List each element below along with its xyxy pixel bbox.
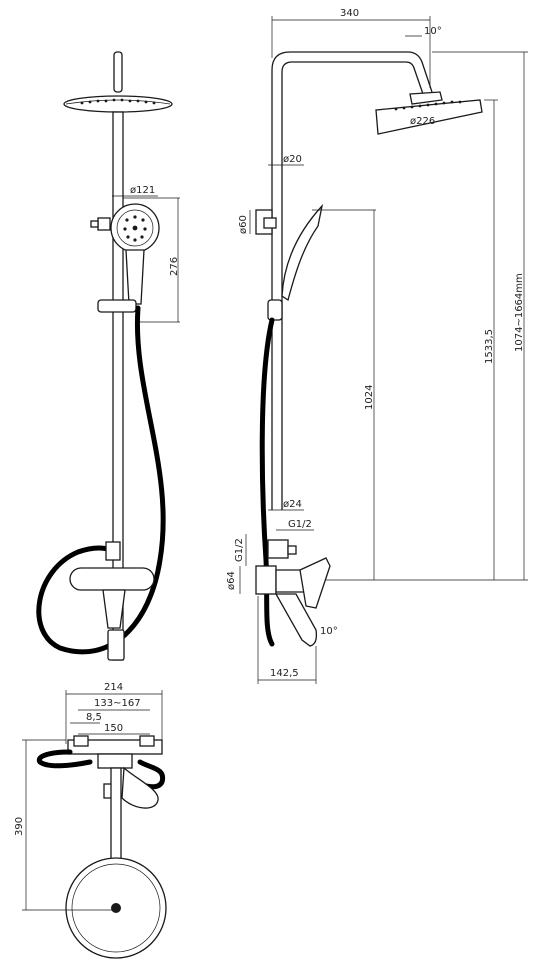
dim-top-width: 340 xyxy=(340,8,359,19)
dim-offset: 8,5 xyxy=(86,712,102,723)
dim-mixer-width: 214 xyxy=(104,682,123,693)
dim-thread-right: G1/2 xyxy=(288,519,312,530)
front-handshower-handle xyxy=(125,249,145,305)
dim-handshower-height: 276 xyxy=(169,257,180,276)
side-holder-knob xyxy=(263,217,277,229)
dim-head-diameter: ø226 xyxy=(410,116,435,127)
side-spout xyxy=(274,593,318,647)
front-hose xyxy=(36,305,166,655)
top-right-eccentric xyxy=(139,735,155,747)
front-slider-holder xyxy=(97,299,137,313)
front-mixer-lever xyxy=(102,589,126,629)
top-center-body xyxy=(97,753,133,769)
front-mixer-body xyxy=(69,567,155,591)
top-head-center xyxy=(111,903,121,913)
side-wall-flange xyxy=(255,565,277,595)
dim-holder-diameter: ø60 xyxy=(238,215,249,234)
dim-handshower-diameter: ø121 xyxy=(130,185,155,196)
side-mixer-lever xyxy=(299,557,331,609)
dim-lower-pipe-diameter: ø24 xyxy=(283,499,302,510)
front-view: ø121 276 xyxy=(36,51,180,661)
front-diverter xyxy=(97,217,111,231)
dim-height-1024: 1024 xyxy=(364,385,375,410)
side-shower-arm xyxy=(271,51,433,510)
dim-thread-left: G1/2 xyxy=(234,538,245,562)
front-handshower-inner xyxy=(116,209,154,247)
top-head-inner xyxy=(71,863,161,953)
front-diverter-lever xyxy=(90,220,99,228)
front-hose-connector xyxy=(105,541,121,561)
dim-body-diameter: ø64 xyxy=(226,571,237,590)
dim-rosette-span: 150 xyxy=(104,723,123,734)
top-hose xyxy=(36,749,93,769)
side-nut xyxy=(287,545,297,555)
side-connector xyxy=(267,539,289,559)
front-handshower-nozzles xyxy=(123,215,147,242)
side-head-nozzles xyxy=(394,100,462,111)
side-handshower xyxy=(281,203,324,302)
dim-centers-range: 133~167 xyxy=(94,698,141,709)
dim-depth-390: 390 xyxy=(14,817,25,836)
side-view: 340 10° ø226 ø20 ø60 1024 1533,5 xyxy=(226,8,528,684)
front-overhead-head xyxy=(63,95,173,113)
front-overhead-nozzles xyxy=(80,98,156,105)
top-left-eccentric xyxy=(73,735,89,747)
front-top-cap xyxy=(113,51,123,93)
dim-spout-depth: 142,5 xyxy=(270,668,299,679)
dim-arm-angle: 10° xyxy=(424,26,442,37)
dim-height-range: 1074~1664mm xyxy=(514,273,525,352)
side-shower-arm-inner xyxy=(281,61,424,510)
side-head-neck xyxy=(409,91,443,105)
dim-pipe-diameter: ø20 xyxy=(283,154,302,165)
dim-height-1533: 1533,5 xyxy=(484,329,495,364)
side-slider xyxy=(267,299,283,321)
side-hose xyxy=(259,317,275,647)
front-overhead-head-face xyxy=(65,99,171,105)
dim-spout-angle: 10° xyxy=(320,626,338,637)
top-view: 214 133~167 8,5 150 390 xyxy=(14,682,167,959)
top-lever xyxy=(121,766,159,809)
front-riser-bottom xyxy=(107,629,125,661)
